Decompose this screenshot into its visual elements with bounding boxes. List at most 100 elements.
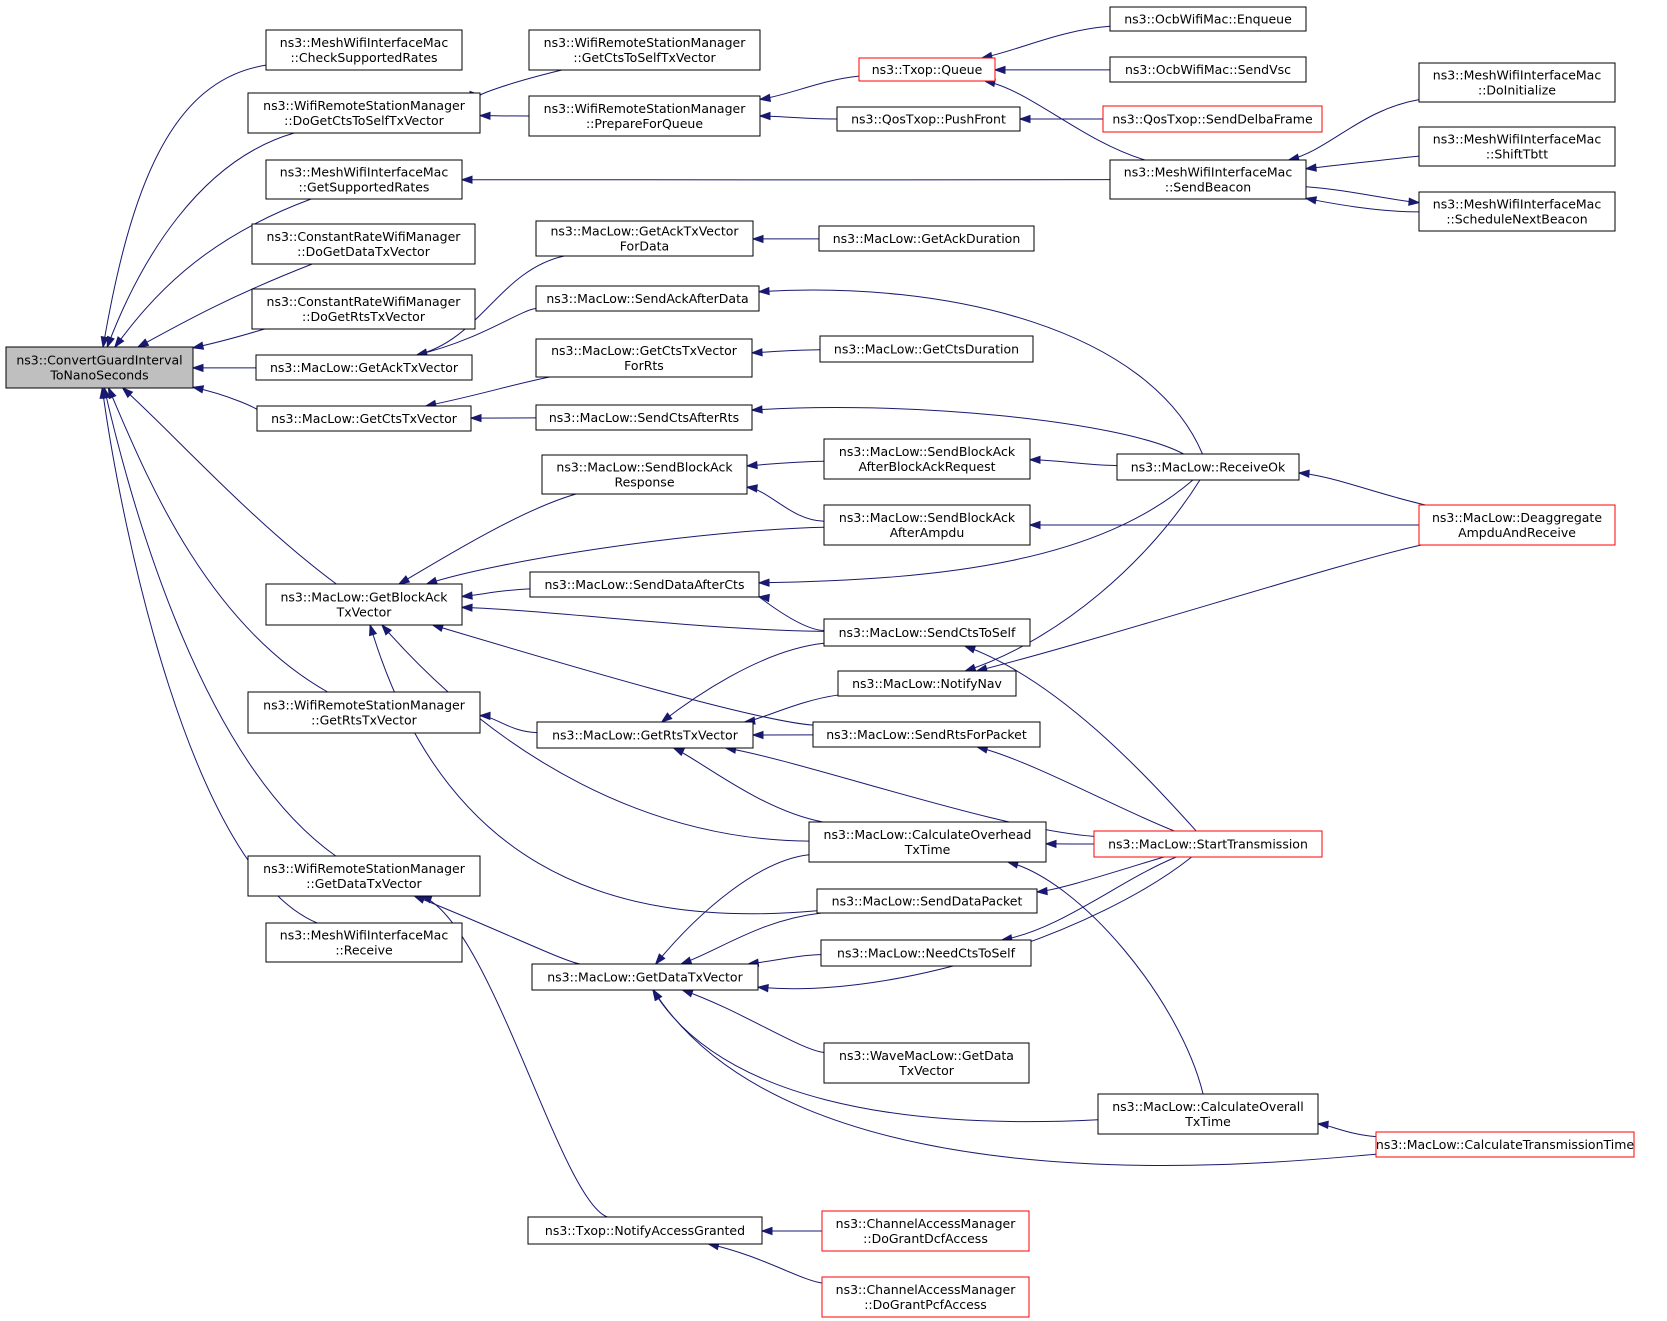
node-label: ns3::MacLow::NotifyNav: [852, 676, 1002, 691]
edge-line: [137, 263, 313, 348]
node-label: ::CheckSupportedRates: [290, 50, 437, 65]
arrowhead-icon: [1018, 114, 1031, 124]
node-maclow-notifynav[interactable]: ns3::MacLow::NotifyNav: [837, 670, 1017, 697]
edge-line: [759, 75, 860, 100]
node-maclow-calctxtime[interactable]: ns3::MacLow::CalculateTransmissionTime: [1375, 1131, 1635, 1158]
edge-line: [661, 642, 825, 723]
node-label: ns3::MacLow::CalculateOverall: [1112, 1099, 1304, 1114]
node-box: [1116, 453, 1300, 481]
node-maclow-getcts[interactable]: ns3::MacLow::GetCtsTxVector: [256, 405, 472, 432]
arrowhead-icon: [478, 111, 491, 120]
node-mesh-receive[interactable]: ns3::MeshWifiInterfaceMac::Receive: [265, 922, 463, 963]
node-mesh-sendbeacon[interactable]: ns3::MeshWifiInterfaceMac::SendBeacon: [1109, 159, 1307, 200]
node-maclow-getctsduration[interactable]: ns3::MacLow::GetCtsDuration: [819, 335, 1034, 363]
node-box: [808, 821, 1047, 863]
node-qos-pushfront[interactable]: ns3::QosTxop::PushFront: [836, 106, 1021, 132]
node-crwm-dogetdata[interactable]: ns3::ConstantRateWifiManager::DoGetDataT…: [251, 223, 476, 265]
node-cam-dcf[interactable]: ns3::ChannelAccessManager::DoGrantDcfAcc…: [821, 1210, 1030, 1252]
node-label: ns3::MeshWifiInterfaceMac: [280, 165, 449, 180]
node-label: ns3::MacLow::SendCtsAfterRts: [549, 410, 739, 425]
node-maclow-sendctstoself[interactable]: ns3::MacLow::SendCtsToSelf: [823, 618, 1031, 647]
node-box: [1102, 105, 1323, 133]
node-wave-getdata[interactable]: ns3::WaveMacLow::GetDataTxVector: [823, 1042, 1030, 1084]
node-label: ns3::MacLow::GetCtsTxVector: [551, 343, 738, 358]
node-box: [1109, 6, 1307, 32]
node-box: [265, 159, 463, 200]
node-maclow-getackduration[interactable]: ns3::MacLow::GetAckDuration: [818, 225, 1035, 252]
node-maclow-getdata[interactable]: ns3::MacLow::GetDataTxVector: [531, 963, 759, 991]
edge-maclow_deaggregate-to-maclow_notifynav: [975, 544, 1422, 673]
node-label: ::ShiftTbtt: [1486, 147, 1548, 162]
edge-line: [725, 747, 1095, 837]
node-mesh-check[interactable]: ns3::MeshWifiInterfaceMac::CheckSupporte…: [265, 29, 463, 71]
arrowhead-icon: [425, 576, 438, 585]
node-maclow-sendctsafterrts[interactable]: ns3::MacLow::SendCtsAfterRts: [535, 404, 753, 431]
edge-qos_pushfront-to-wrsm_prepare: [758, 111, 838, 121]
arrowhead-icon: [380, 623, 393, 636]
edge-maclow_sendrtsforpacket-to-maclow_getrts: [751, 730, 814, 740]
node-box: [535, 285, 760, 312]
node-mesh-getsupported[interactable]: ns3::MeshWifiInterfaceMac::GetSupportedR…: [265, 159, 463, 200]
node-box: [535, 220, 754, 257]
node-box: [251, 223, 476, 265]
arrowhead-icon: [757, 286, 770, 296]
arrowhead-icon: [121, 386, 134, 399]
node-label: ns3::MacLow::GetAckDuration: [833, 231, 1021, 246]
edge-maclow_sendctstoself-to-maclow_getblockack: [460, 603, 825, 632]
edge-crwm_dogetdata-to-root: [136, 263, 313, 348]
node-maclow-getack[interactable]: ns3::MacLow::GetAckTxVector: [255, 354, 473, 381]
edge-maclow_getblockack-to-root: [121, 386, 337, 585]
node-wrsm-getrts[interactable]: ns3::WifiRemoteStationManager::GetRtsTxV…: [247, 691, 481, 734]
node-box: [527, 1216, 763, 1245]
node-maclow-senddataaftercts[interactable]: ns3::MacLow::SendDataAfterCts: [529, 571, 760, 598]
node-maclow-senddatapacket[interactable]: ns3::MacLow::SendDataPacket: [816, 888, 1038, 914]
node-maclow-starttx[interactable]: ns3::MacLow::StartTransmission: [1093, 830, 1323, 858]
edge-line: [655, 854, 810, 965]
node-wrsm-get-ctstoself[interactable]: ns3::WifiRemoteStationManager::GetCtsToS…: [528, 29, 761, 71]
edge-cam_dcf-to-txop_notify: [760, 1226, 823, 1236]
node-mesh-schedulenext[interactable]: ns3::MeshWifiInterfaceMac::ScheduleNextB…: [1418, 191, 1616, 232]
node-box: [823, 438, 1031, 480]
node-txop-notify[interactable]: ns3::Txop::NotifyAccessGranted: [527, 1216, 763, 1245]
node-txop-queue[interactable]: ns3::Txop::Queue: [858, 57, 996, 82]
node-mesh-doinit[interactable]: ns3::MeshWifiInterfaceMac::DoInitialize: [1418, 62, 1616, 103]
node-maclow-needctstoself[interactable]: ns3::MacLow::NeedCtsToSelf: [820, 939, 1032, 967]
node-label: ns3::QosTxop::PushFront: [851, 112, 1006, 127]
node-label: ns3::WaveMacLow::GetData: [839, 1048, 1014, 1063]
edge-line: [114, 198, 312, 348]
node-box: [541, 454, 748, 495]
node-crwm-dogetrts[interactable]: ns3::ConstantRateWifiManager::DoGetRtsTx…: [251, 288, 476, 330]
node-maclow-sendrtsforpacket[interactable]: ns3::MacLow::SendRtsForPacket: [812, 721, 1041, 748]
node-maclow-getrts[interactable]: ns3::MacLow::GetRtsTxVector: [536, 721, 754, 749]
node-maclow-sendblockack-afterreq[interactable]: ns3::MacLow::SendBlockAckAfterBlockAckRe…: [823, 438, 1031, 480]
node-cam-pcf[interactable]: ns3::ChannelAccessManager::DoGrantPcfAcc…: [821, 1276, 1030, 1318]
edge-maclow_getcts_forrts-to-maclow_getcts: [424, 376, 550, 409]
node-mesh-shifttbtt[interactable]: ns3::MeshWifiInterfaceMac::ShiftTbtt: [1418, 126, 1616, 167]
node-maclow-sendackafterdata[interactable]: ns3::MacLow::SendAckAfterData: [535, 285, 760, 312]
edge-line: [1305, 186, 1420, 204]
node-wrsm-doget-ctstoself[interactable]: ns3::WifiRemoteStationManager::DoGetCtsT…: [247, 92, 481, 134]
node-qos-senddelba[interactable]: ns3::QosTxop::SendDelbaFrame: [1102, 105, 1323, 133]
node-wrsm-getdata[interactable]: ns3::WifiRemoteStationManager::GetDataTx…: [247, 855, 481, 897]
edge-mesh_check-to-root: [100, 64, 267, 349]
node-ocb-sendvsc[interactable]: ns3::OcbWifiMac::SendVsc: [1109, 56, 1307, 83]
edge-line: [981, 25, 1111, 59]
node-wrsm-prepare[interactable]: ns3::WifiRemoteStationManager::PrepareFo…: [528, 95, 761, 137]
node-ocb-enqueue[interactable]: ns3::OcbWifiMac::Enqueue: [1109, 6, 1307, 32]
node-label: ns3::ChannelAccessManager: [836, 1216, 1017, 1231]
node-maclow-receiveok[interactable]: ns3::MacLow::ReceiveOk: [1116, 453, 1300, 481]
node-box: [528, 29, 761, 71]
node-label: ns3::WifiRemoteStationManager: [263, 861, 466, 876]
edge-maclow_getack-to-root: [191, 363, 257, 373]
node-label: ::Receive: [335, 943, 393, 958]
node-label: ns3::MacLow::Deaggregate: [1432, 510, 1602, 525]
arrowhead-icon: [431, 623, 444, 633]
